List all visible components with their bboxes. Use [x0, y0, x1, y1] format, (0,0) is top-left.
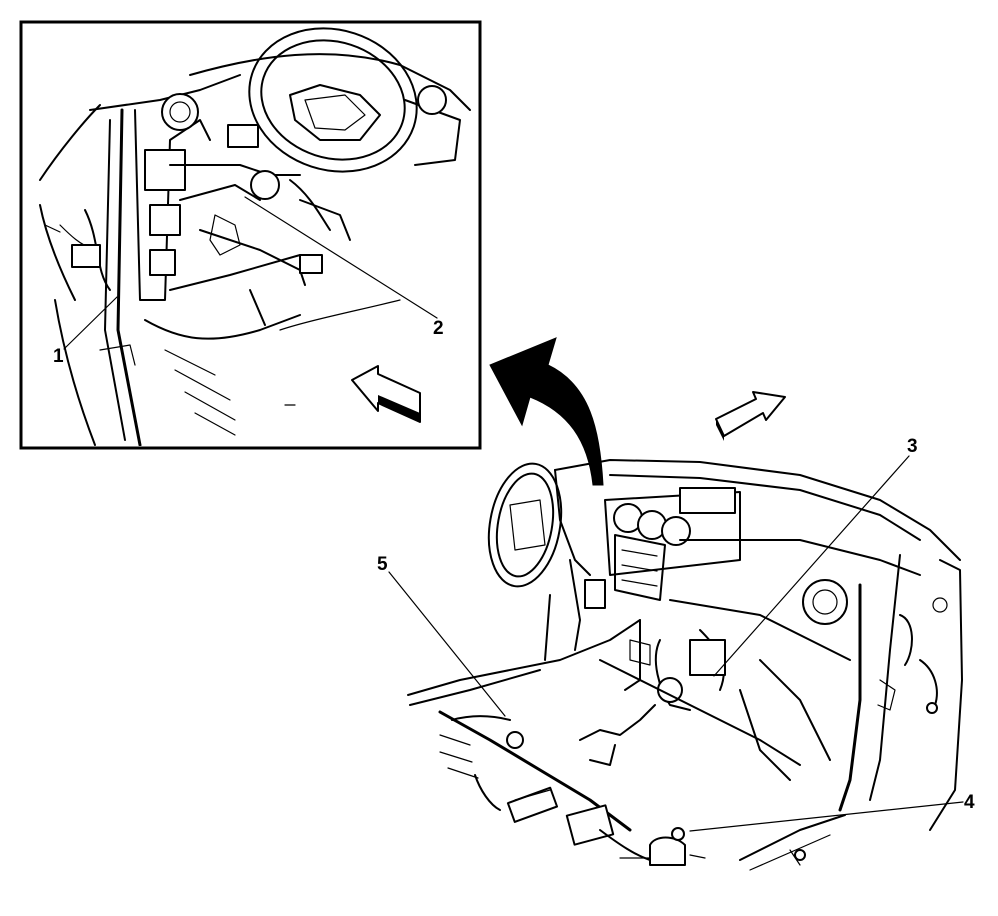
- detail-view-inset: [19, 20, 482, 450]
- direction-arrow-icon: [715, 391, 786, 441]
- callout-2: 2: [433, 318, 444, 339]
- leader-line-2: [244, 196, 438, 319]
- leader-line-1: [63, 296, 118, 350]
- callout-3: 3: [907, 436, 918, 457]
- leader-line-5: [388, 571, 506, 717]
- main-vehicle-view: [407, 459, 963, 871]
- callout-labels: 1 2 3 4 5: [53, 318, 975, 813]
- leader-lines: [63, 196, 964, 832]
- leader-line-3: [713, 455, 910, 677]
- callout-4: 4: [964, 792, 975, 813]
- callout-5: 5: [377, 554, 388, 575]
- leader-line-4: [689, 801, 964, 832]
- curved-detail-arrow-icon: [489, 337, 604, 486]
- callout-1: 1: [53, 346, 64, 367]
